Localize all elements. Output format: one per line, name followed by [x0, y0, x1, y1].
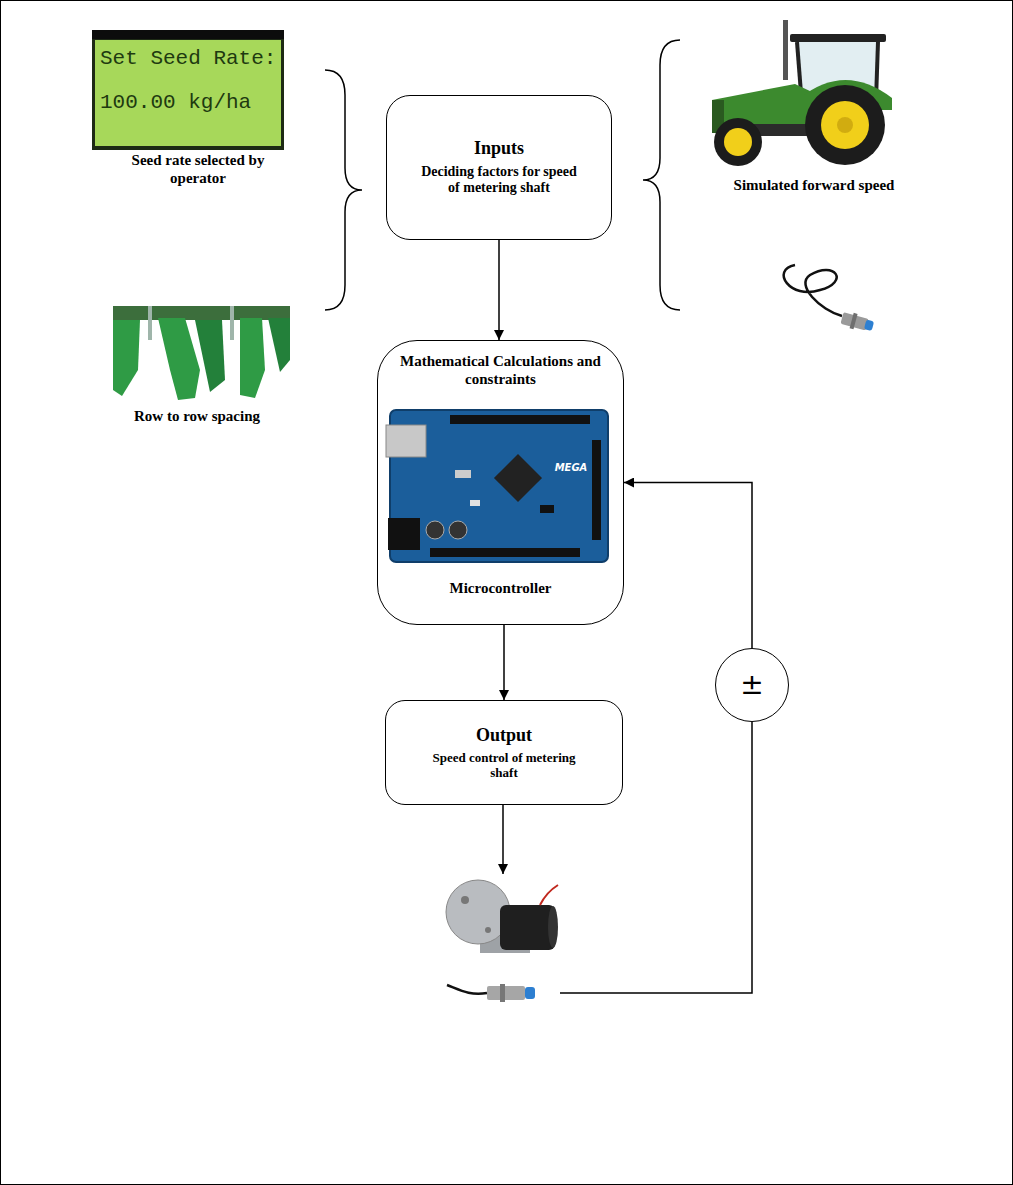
lcd-text: Set Seed Rate: — [100, 46, 282, 71]
microcontroller-board — [386, 410, 608, 562]
node-heading: Output — [476, 725, 532, 746]
input-caption: Seed rate selected by operator — [103, 151, 293, 187]
microcontroller-board-part — [540, 505, 554, 513]
dc-motor-picture — [446, 880, 558, 953]
furrow-opener-picture-part — [148, 306, 152, 340]
furrow-opener-picture-part — [113, 320, 140, 396]
furrow-opener-picture-part — [195, 320, 225, 392]
speed-sensor-picture — [784, 265, 875, 334]
node-body: Microcontroller — [450, 580, 552, 598]
furrow-opener-picture-part — [113, 306, 290, 320]
lcd-display-part — [92, 30, 284, 39]
lcd-display — [92, 30, 284, 150]
output-to-motor-arrow — [502, 805, 504, 874]
microcontroller-board-part — [430, 548, 580, 557]
dc-motor-picture-part — [485, 927, 491, 933]
input-caption: Simulated forward speed — [704, 176, 924, 194]
flow-arrow — [503, 625, 505, 700]
input-caption: Row to row spacing — [97, 407, 297, 425]
furrow-opener-picture-part — [158, 318, 200, 400]
dc-motor-picture-part — [461, 896, 469, 904]
furrow-opener-picture-part — [230, 306, 234, 340]
speed-sensor-picture-part — [840, 310, 875, 334]
shaft-sensor-picture-part — [500, 984, 505, 1002]
output-box: OutputSpeed control of metering shaft — [385, 700, 623, 805]
dc-motor-picture-part — [500, 905, 555, 950]
microcontroller-board-part — [450, 415, 590, 424]
lcd-display-part — [92, 30, 284, 150]
shaft-sensor-picture-part — [525, 987, 535, 999]
furrow-opener-picture-part — [240, 318, 265, 398]
speed-sensor-picture-part-part — [864, 319, 874, 331]
node-body: Deciding factors for speed of metering s… — [417, 164, 582, 197]
tractor-picture-part — [714, 118, 762, 166]
sum-circle: ± — [715, 648, 789, 722]
microcontroller-box: Mathematical Calculations and constraint… — [377, 340, 624, 625]
tractor-picture-part — [783, 20, 788, 80]
furrow-opener-picture-part — [268, 318, 290, 372]
shaft-sensor-picture-part — [447, 985, 487, 994]
node-heading: ± — [740, 668, 763, 701]
node-heading: Inputs — [474, 138, 524, 159]
right-brace — [643, 40, 680, 310]
flow-arrow — [498, 240, 500, 340]
microcontroller-board-part — [455, 470, 471, 478]
left-brace — [325, 70, 362, 310]
speed-sensor-picture-part — [784, 265, 842, 316]
dc-motor-picture-part — [540, 885, 558, 905]
microcontroller-board-part — [592, 440, 601, 540]
shaft-sensor-picture — [447, 984, 535, 1002]
node-heading: Mathematical Calculations and constraint… — [386, 353, 615, 388]
tractor-picture-part — [837, 117, 853, 133]
microcontroller-board-part — [388, 518, 420, 550]
tractor-picture-part — [805, 85, 885, 165]
input-box: InputsDeciding factors for speed of mete… — [386, 95, 612, 240]
lcd-text: 100.00 kg/ha — [100, 90, 282, 115]
flow-arrow — [624, 483, 752, 649]
microcontroller-board-part — [426, 521, 444, 539]
tractor-picture — [712, 20, 892, 166]
microcontroller-board-part — [449, 521, 467, 539]
tractor-picture-part — [790, 34, 886, 42]
microcontroller-board-part — [386, 425, 426, 457]
speed-sensor-picture-part-part — [840, 312, 868, 330]
tractor-picture-part — [724, 128, 752, 156]
feedback-wire — [560, 722, 752, 993]
shaft-sensor-picture-part — [487, 986, 525, 1000]
tractor-picture-part — [821, 101, 869, 149]
furrow-opener-picture — [113, 306, 290, 400]
microcontroller-board-part — [494, 454, 542, 502]
dc-motor-picture-part — [548, 906, 558, 948]
node-body: Speed control of metering shaft — [429, 750, 579, 781]
board-logo-text: MEGA — [548, 462, 594, 474]
lcd-display-part — [95, 40, 281, 146]
speed-sensor-picture-part-part — [850, 313, 858, 329]
microcontroller-board-part — [470, 500, 480, 506]
